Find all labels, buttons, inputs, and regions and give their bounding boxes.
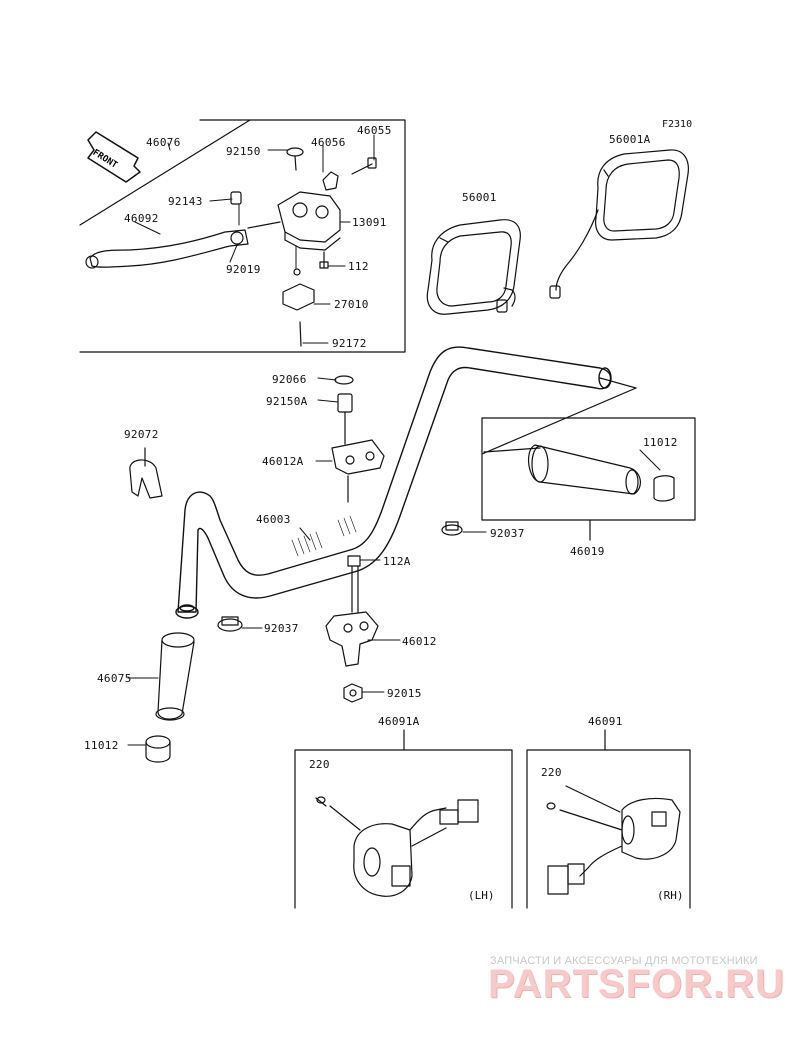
part-number-11012-right: 11012: [643, 436, 678, 449]
switch-box-rh-outline: [526, 729, 691, 909]
side-label-rh: (RH): [657, 889, 684, 902]
part-number-46003: 46003: [256, 513, 291, 526]
mirror-right-icon: [549, 149, 689, 299]
part-number-46092: 46092: [124, 212, 159, 225]
lever-holder-icon: [247, 191, 341, 251]
part-number-46012: 46012: [402, 635, 437, 648]
watermark-logo: PARTSFOR.RU: [488, 962, 785, 1006]
part-number-92037-left: 92037: [264, 622, 299, 635]
handlebar-clamp-top-icon: [331, 375, 385, 503]
part-number-13091: 13091: [352, 216, 387, 229]
part-number-46075: 46075: [97, 672, 132, 685]
throttle-grip-icon: [527, 444, 675, 541]
diagram-code: F2310: [662, 119, 693, 130]
small-parts-icons: [230, 147, 377, 347]
part-number-92015: 92015: [387, 687, 422, 700]
part-number-56001A: 56001A: [609, 133, 651, 146]
watermark-tagline: ЗАПЧАСТИ И АКСЕССУАРЫ ДЛЯ МОТОТЕХНИКИ: [490, 955, 758, 967]
part-number-92037-right: 92037: [490, 527, 525, 540]
part-number-11012-left: 11012: [84, 739, 119, 752]
part-number-46056: 46056: [311, 136, 346, 149]
part-number-46055: 46055: [357, 124, 392, 137]
part-number-112: 112: [348, 260, 369, 273]
mirror-left-icon: [426, 219, 521, 315]
part-number-92019: 92019: [226, 263, 261, 276]
part-number-27010: 27010: [334, 298, 369, 311]
rh-switch-icon: [546, 785, 681, 895]
part-number-92072: 92072: [124, 428, 159, 441]
part-number-46076: 46076: [146, 136, 181, 149]
part-number-92150A: 92150A: [266, 395, 308, 408]
leader-lines-top: [134, 134, 375, 344]
cable-clamp-icons: [129, 447, 463, 632]
throttle-box-outline: [481, 377, 696, 521]
handlebar-icon: [175, 346, 612, 619]
side-label-lh: (LH): [468, 889, 495, 902]
part-number-220-rh: 220: [541, 766, 562, 779]
part-number-56001: 56001: [462, 191, 497, 204]
left-grip-icon: [145, 632, 195, 763]
master-cylinder-box-outline: [79, 119, 406, 353]
leader-lines-main: [127, 377, 661, 746]
part-number-92066: 92066: [272, 373, 307, 386]
part-number-46091: 46091: [588, 715, 623, 728]
part-number-46091A: 46091A: [378, 715, 420, 728]
part-number-92172: 92172: [332, 337, 367, 350]
lh-switch-icon: [315, 796, 479, 897]
handlebar-holder-icon: [325, 555, 379, 703]
front-arrow-icon: [87, 131, 141, 183]
part-number-112A: 112A: [383, 555, 411, 568]
part-number-46019: 46019: [570, 545, 605, 558]
part-number-92150: 92150: [226, 145, 261, 158]
clutch-lever-icon: [85, 229, 249, 269]
part-number-46012A: 46012A: [262, 455, 304, 468]
part-number-220-lh: 220: [309, 758, 330, 771]
switch-box-lh-outline: [294, 729, 513, 909]
part-number-92143: 92143: [168, 195, 203, 208]
